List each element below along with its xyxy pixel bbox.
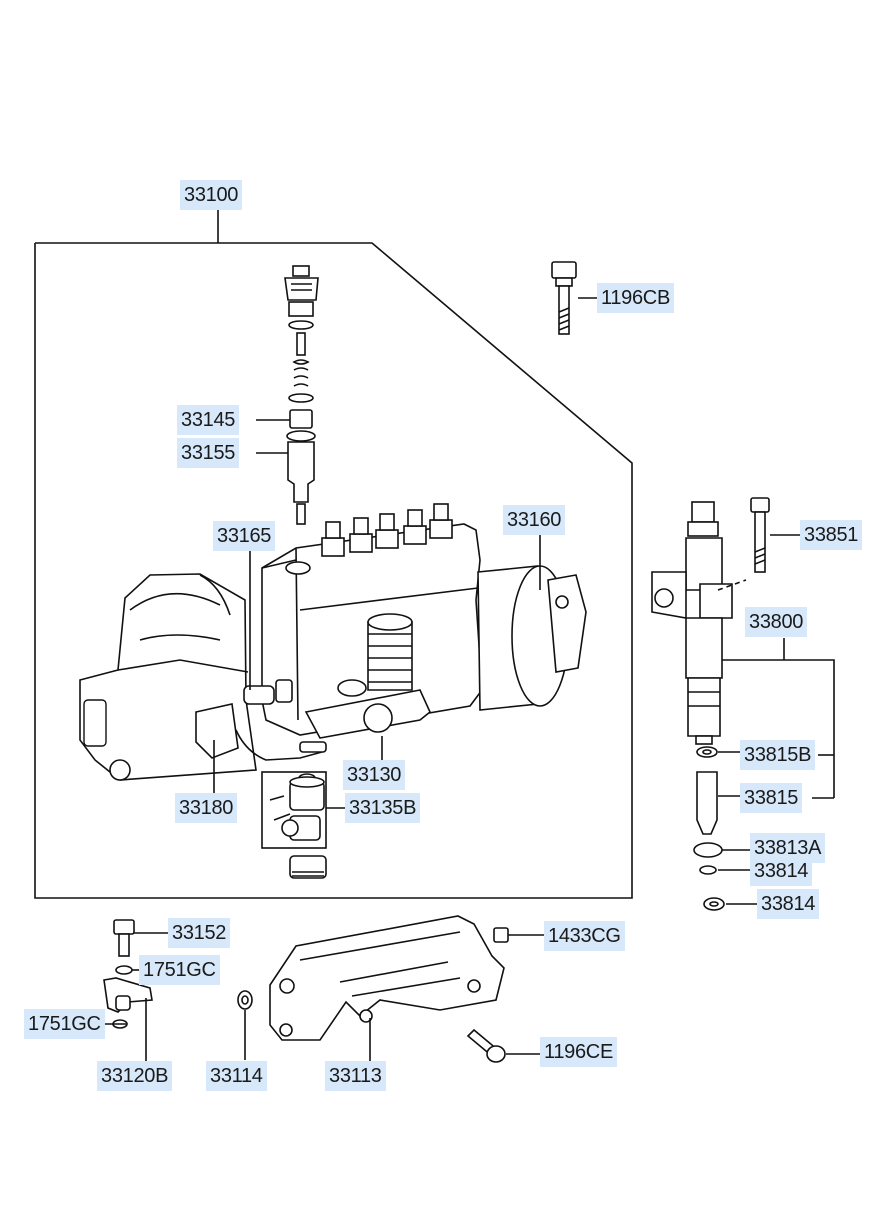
callout-1196cb[interactable]: 1196CB bbox=[597, 283, 674, 313]
callout-33100[interactable]: 33100 bbox=[180, 180, 243, 210]
callout-1751gc-lower[interactable]: 1751GC bbox=[24, 1009, 105, 1039]
callout-33113[interactable]: 33113 bbox=[325, 1061, 386, 1091]
callout-33145[interactable]: 33145 bbox=[177, 405, 240, 435]
callout-1196ce[interactable]: 1196CE bbox=[540, 1037, 617, 1067]
solenoid-inset bbox=[261, 771, 327, 879]
callout-33165[interactable]: 33165 bbox=[213, 521, 276, 551]
pump-bracket bbox=[269, 915, 505, 1041]
callout-33160[interactable]: 33160 bbox=[503, 505, 566, 535]
callout-33815[interactable]: 33815 bbox=[740, 783, 803, 813]
injector-assembly bbox=[651, 497, 770, 911]
pump-outlet-fittings bbox=[321, 503, 453, 557]
callout-33155[interactable]: 33155 bbox=[177, 438, 240, 468]
callout-33130[interactable]: 33130 bbox=[343, 760, 406, 790]
bolt-1196cb bbox=[551, 261, 577, 335]
callout-33851[interactable]: 33851 bbox=[800, 520, 863, 550]
assembly-boundary bbox=[34, 208, 633, 899]
callout-33120b[interactable]: 33120B bbox=[97, 1061, 173, 1091]
callout-33800[interactable]: 33800 bbox=[745, 607, 808, 637]
leader-lines bbox=[100, 297, 835, 1062]
callout-33814-upper[interactable]: 33814 bbox=[750, 856, 813, 886]
callout-33180[interactable]: 33180 bbox=[175, 793, 238, 823]
injection-pump-body bbox=[79, 503, 587, 781]
callout-33114[interactable]: 33114 bbox=[206, 1061, 267, 1091]
lower-small-parts bbox=[103, 919, 509, 1063]
callout-33815b[interactable]: 33815B bbox=[740, 740, 816, 770]
callout-33814-lower[interactable]: 33814 bbox=[757, 889, 820, 919]
callout-1751gc-upper[interactable]: 1751GC bbox=[139, 955, 220, 985]
callout-33135b[interactable]: 33135B bbox=[345, 793, 421, 823]
callout-1433cg[interactable]: 1433CG bbox=[544, 921, 625, 951]
delivery-valve-stack bbox=[284, 265, 319, 525]
callout-33152[interactable]: 33152 bbox=[168, 918, 231, 948]
